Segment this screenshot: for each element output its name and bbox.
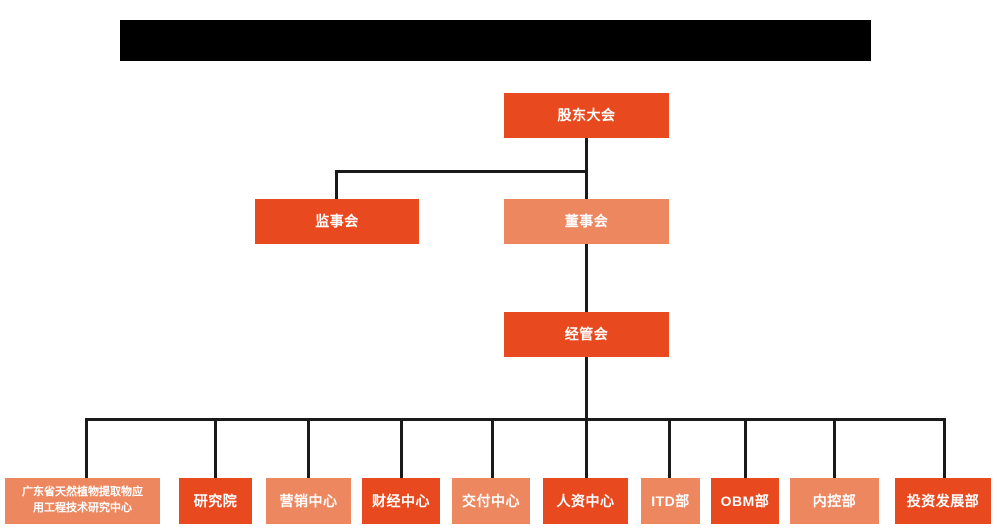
connector-to-finance-center: [400, 418, 403, 479]
connector-to-investment-development-department: [943, 418, 946, 479]
node-research-institute[interactable]: 研究院: [179, 478, 252, 524]
node-shareholders-meeting[interactable]: 股东大会: [504, 93, 669, 138]
node-guangdong-research-center[interactable]: 广东省天然植物提取物应 用工程技术研究中心: [5, 478, 160, 524]
node-hr-center[interactable]: 人资中心: [543, 478, 628, 524]
node-investment-development-department[interactable]: 投资发展部: [895, 478, 991, 524]
node-board-of-directors[interactable]: 董事会: [504, 199, 669, 244]
label-line-2: 用工程技术研究中心: [33, 502, 132, 514]
connector-to-hr-center: [585, 418, 588, 479]
connector-to-board-of-supervisors: [335, 170, 338, 200]
connector-shareholders-to-junction: [585, 138, 588, 171]
node-obm-department[interactable]: OBM部: [711, 478, 779, 524]
connector-to-guangdong-research-center: [85, 418, 88, 479]
connector-horizontal-level2: [335, 170, 588, 173]
node-marketing-center[interactable]: 营销中心: [266, 478, 351, 524]
label-line-1: 广东省天然植物提取物应: [22, 486, 143, 499]
node-management-committee[interactable]: 经管会: [504, 312, 669, 357]
connector-horizontal-departments: [85, 418, 945, 421]
node-finance-center[interactable]: 财经中心: [362, 478, 440, 524]
connector-to-delivery-center: [491, 418, 494, 479]
node-board-of-supervisors[interactable]: 监事会: [255, 199, 419, 244]
redacted-title-bar: [120, 20, 871, 61]
node-internal-control-department[interactable]: 内控部: [790, 478, 879, 524]
connector-to-board-of-directors: [585, 170, 588, 200]
connector-directors-to-management: [585, 244, 588, 313]
node-guangdong-research-center-label: 广东省天然植物提取物应 用工程技术研究中心: [22, 485, 143, 517]
connector-to-marketing-center: [307, 418, 310, 479]
connector-to-obm-department: [744, 418, 747, 479]
node-delivery-center[interactable]: 交付中心: [452, 478, 530, 524]
connector-management-to-departments: [585, 357, 588, 420]
connector-to-research-institute: [214, 418, 217, 479]
connector-to-itd-department: [668, 418, 671, 479]
connector-to-internal-control-department: [833, 418, 836, 479]
node-itd-department[interactable]: ITD部: [641, 478, 700, 524]
